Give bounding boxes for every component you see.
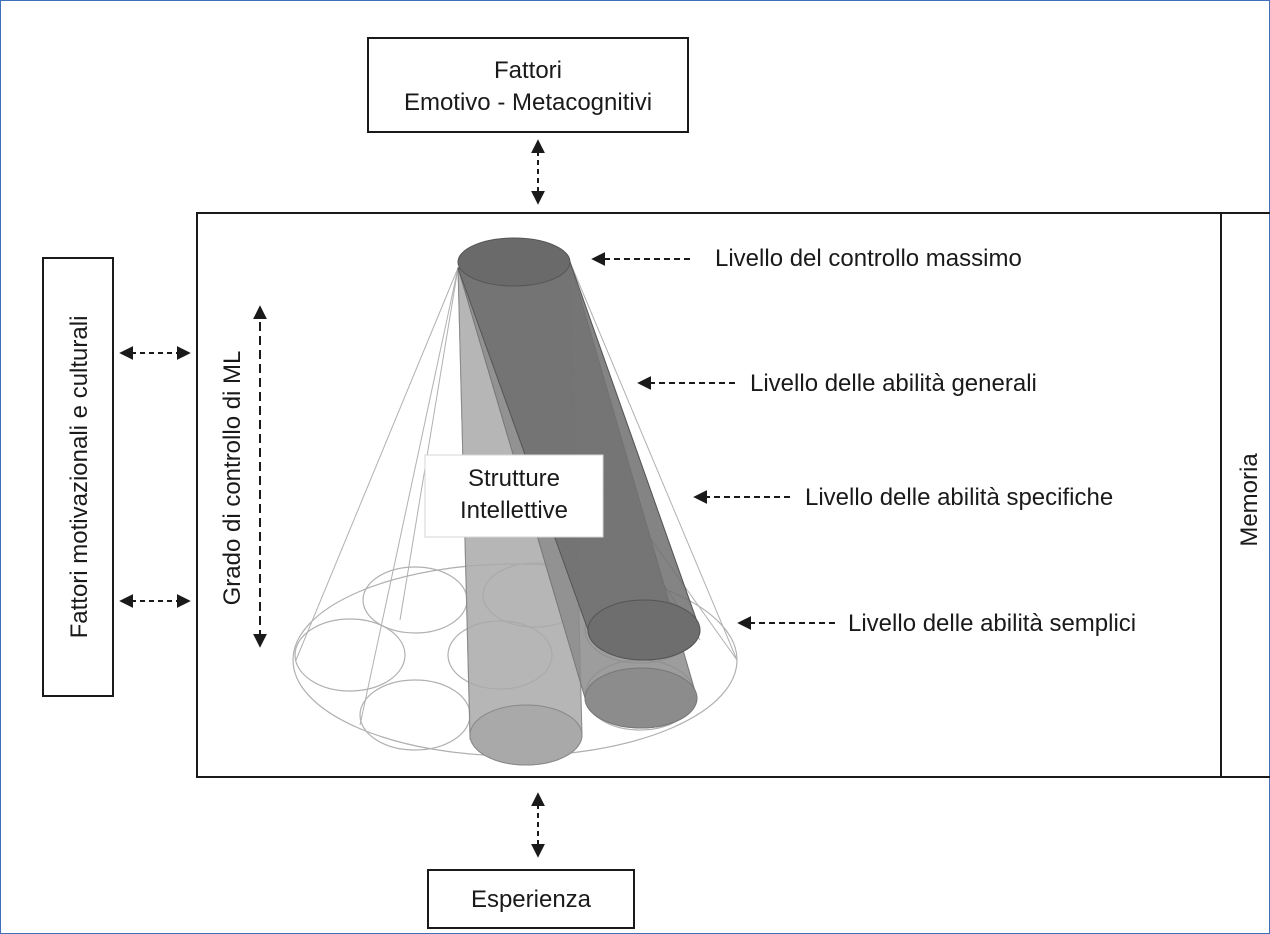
top-box-line2: Emotivo - Metacognitivi	[404, 89, 652, 116]
bottom-box-label: Esperienza	[471, 886, 592, 913]
center-label-box	[424, 454, 604, 538]
level-label-3: Livello delle abilità specifiche	[805, 484, 1113, 511]
level-label-2: Livello delle abilità generali	[750, 370, 1037, 397]
left-box-label: Fattori motivazionali e culturali	[66, 316, 93, 639]
top-box	[367, 37, 689, 133]
cone-top-cap	[457, 237, 571, 287]
control-axis-label: Grado di controllo di ML	[219, 351, 246, 606]
center-label-line2: Intellettive	[460, 497, 568, 524]
level-label-1: Livello del controllo massimo	[715, 245, 1022, 272]
cylinder-dark-bottom	[587, 599, 701, 661]
cylinder-light-bottom	[469, 704, 583, 766]
bottom-box	[427, 869, 635, 929]
center-label-line1: Strutture	[468, 465, 560, 492]
left-box	[42, 257, 114, 697]
memoria-label: Memoria	[1236, 453, 1263, 547]
cylinder-mid-bottom	[584, 667, 698, 729]
main-box	[196, 212, 1270, 778]
top-box-line1: Fattori	[494, 57, 562, 84]
level-label-4: Livello delle abilità semplici	[848, 610, 1136, 637]
